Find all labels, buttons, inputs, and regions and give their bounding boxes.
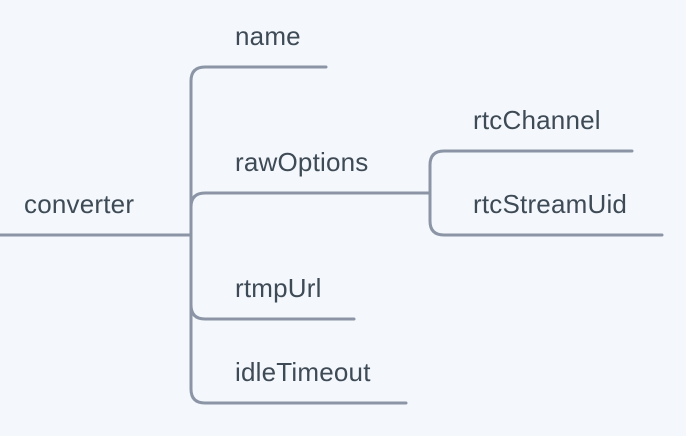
node-idletimeout[interactable]: idleTimeout (235, 357, 371, 387)
connector-name (189, 65, 328, 237)
node-converter[interactable]: converter (24, 189, 135, 219)
connector-idletimeout (189, 303, 408, 405)
connector-rawoptions (189, 191, 432, 209)
node-name[interactable]: name (235, 21, 301, 51)
node-rawoptions[interactable]: rawOptions (235, 147, 369, 177)
node-rtcstreamuid[interactable]: rtcStreamUid (473, 189, 628, 219)
connector-rtcstreamuid (428, 191, 664, 237)
node-rtmpurl[interactable]: rtmpUrl (235, 273, 322, 303)
connector-rtcchannel (428, 149, 634, 195)
node-rtcchannel[interactable]: rtcChannel (473, 105, 601, 135)
